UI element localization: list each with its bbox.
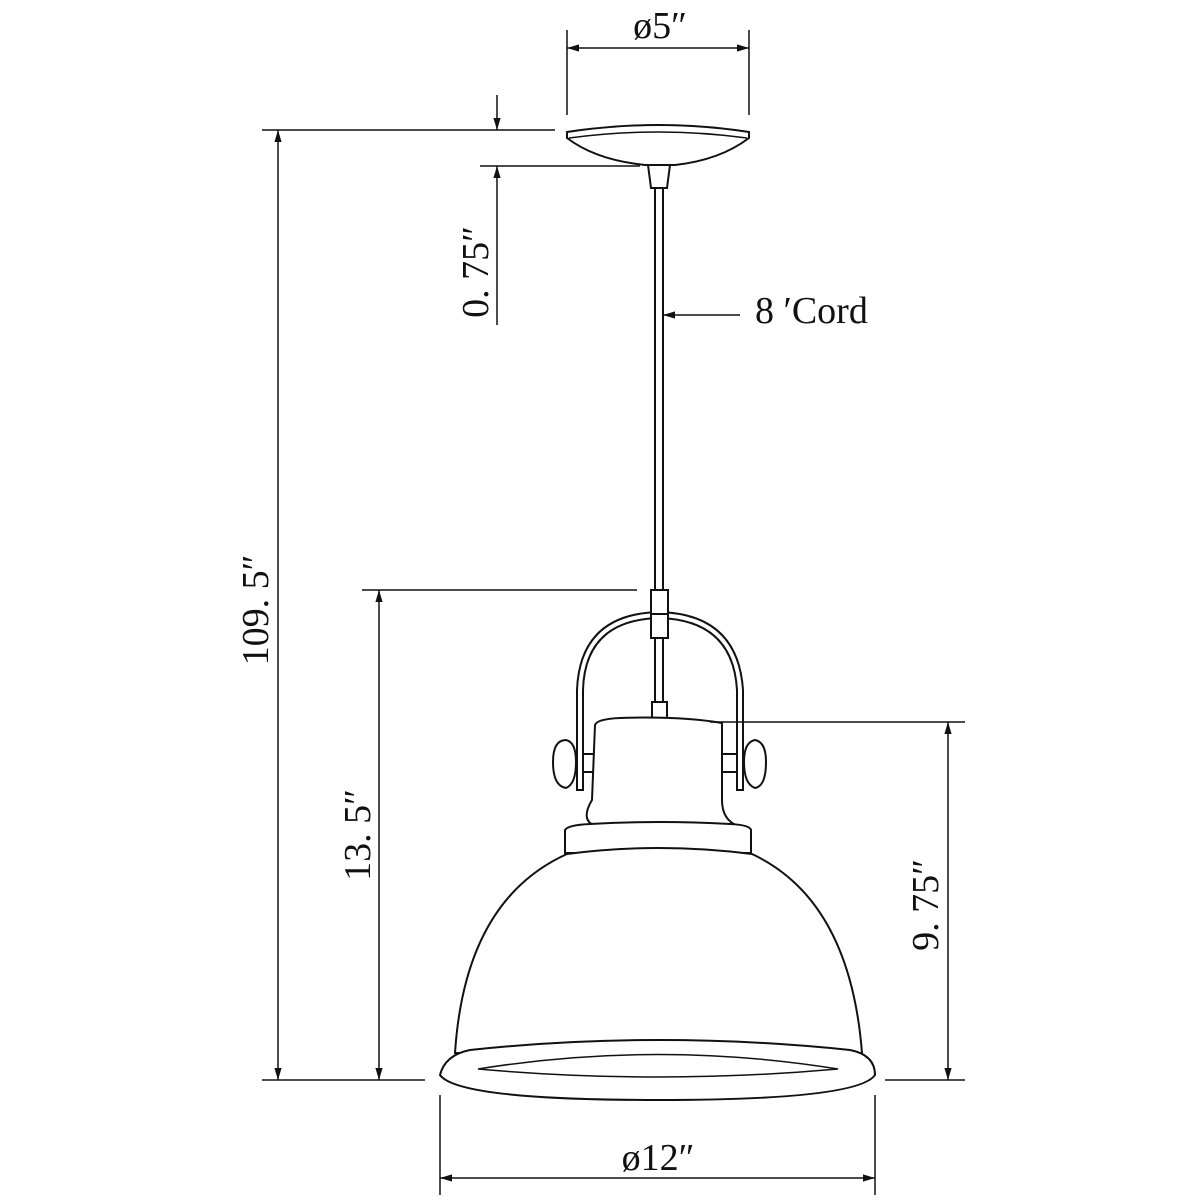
socket-housing (585, 716, 739, 827)
cord-length-label: 8 ′Cord (755, 290, 868, 332)
cord (654, 187, 664, 593)
shade-height-label: 9. 75″ (905, 859, 947, 951)
canopy-connector (646, 164, 672, 189)
left-knob (551, 738, 578, 790)
right-knob (742, 738, 768, 790)
bracket (576, 610, 744, 791)
collar (564, 821, 752, 854)
canopy (566, 124, 750, 166)
lamp-illustration (438, 124, 877, 1102)
canopy-diameter-label: ø5″ (633, 5, 687, 47)
canopy-height-label: 0. 75″ (455, 226, 497, 318)
shade (453, 847, 864, 1054)
fixture-height-label: 13. 5″ (337, 789, 379, 881)
overall-height-label: 109. 5″ (235, 555, 277, 666)
dimension-lines (262, 30, 965, 1195)
shade-rim (438, 1039, 877, 1102)
shade-diameter-label: ø12″ (622, 1137, 695, 1179)
